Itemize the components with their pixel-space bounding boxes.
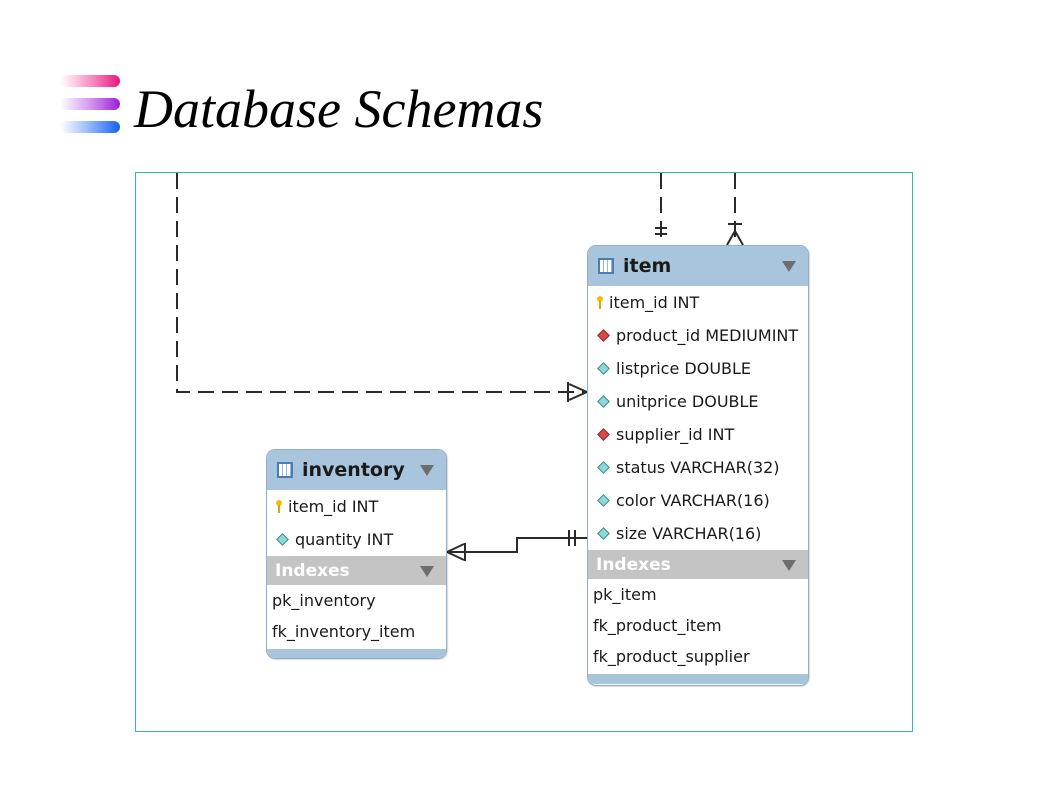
column-label: quantity INT [295, 530, 394, 549]
relationship-item-self [176, 173, 588, 402]
column-diamond-icon [597, 461, 610, 474]
collapse-arrow-icon[interactable] [782, 560, 796, 571]
column-row[interactable]: supplier_id INT [588, 418, 808, 451]
collapse-arrow-icon[interactable] [420, 465, 434, 476]
foreign-key-diamond-icon [597, 428, 610, 441]
item-table-name: item [623, 255, 672, 277]
inventory-table-header[interactable]: inventory [267, 450, 446, 490]
table-icon [598, 258, 614, 274]
relationship-inventory-item [446, 530, 587, 561]
column-label: product_id MEDIUMINT [616, 326, 799, 345]
indexes-label: Indexes [596, 554, 671, 575]
column-label: unitprice DOUBLE [616, 392, 759, 411]
column-label: item_id INT [609, 293, 700, 312]
inventory-table[interactable]: inventory item_id INT quantity INT Index… [266, 449, 447, 659]
column-row[interactable]: product_id MEDIUMINT [588, 319, 808, 352]
bullet-stripes-icon [60, 75, 120, 133]
relationship-one-to-many-top [726, 173, 744, 246]
column-label: supplier_id INT [616, 425, 735, 444]
column-label: color VARCHAR(16) [616, 491, 770, 510]
column-row[interactable]: color VARCHAR(16) [588, 484, 808, 517]
item-indexes-header[interactable]: Indexes [588, 550, 808, 579]
column-label: status VARCHAR(32) [616, 458, 780, 477]
column-row[interactable]: unitprice DOUBLE [588, 385, 808, 418]
column-diamond-icon [597, 395, 610, 408]
column-row[interactable]: status VARCHAR(32) [588, 451, 808, 484]
column-row[interactable]: quantity INT [267, 523, 446, 556]
column-row[interactable]: size VARCHAR(16) [588, 517, 808, 550]
collapse-arrow-icon[interactable] [420, 566, 434, 577]
column-label: listprice DOUBLE [616, 359, 752, 378]
primary-key-icon [276, 499, 282, 514]
column-diamond-icon [276, 533, 289, 546]
index-row[interactable]: fk_product_item [593, 616, 722, 635]
index-row[interactable]: fk_product_supplier [593, 647, 750, 666]
column-label: item_id INT [288, 497, 379, 516]
er-diagram-frame: item item_id INT product_id MEDIUMINT li… [135, 172, 913, 732]
relationship-one-to-one-top [655, 173, 667, 245]
item-table[interactable]: item item_id INT product_id MEDIUMINT li… [587, 245, 809, 686]
indexes-label: Indexes [275, 560, 350, 581]
primary-key-icon [597, 295, 603, 310]
index-row[interactable]: pk_item [593, 585, 657, 604]
column-diamond-icon [597, 362, 610, 375]
slide-title: Database Schemas [134, 79, 544, 139]
column-diamond-icon [597, 494, 610, 507]
column-row[interactable]: item_id INT [267, 490, 446, 523]
inventory-table-name: inventory [302, 459, 405, 481]
collapse-arrow-icon[interactable] [782, 261, 796, 272]
index-row[interactable]: pk_inventory [272, 591, 376, 610]
column-row[interactable]: item_id INT [588, 286, 808, 319]
column-label: size VARCHAR(16) [616, 524, 762, 543]
table-footer [267, 649, 446, 658]
table-icon [277, 462, 293, 478]
table-footer [588, 674, 808, 684]
column-row[interactable]: listprice DOUBLE [588, 352, 808, 385]
foreign-key-diamond-icon [597, 329, 610, 342]
inventory-indexes-header[interactable]: Indexes [267, 556, 446, 585]
column-diamond-icon [597, 527, 610, 540]
index-row[interactable]: fk_inventory_item [272, 622, 416, 641]
relationship-lines [176, 173, 744, 561]
item-table-header[interactable]: item [588, 246, 808, 286]
